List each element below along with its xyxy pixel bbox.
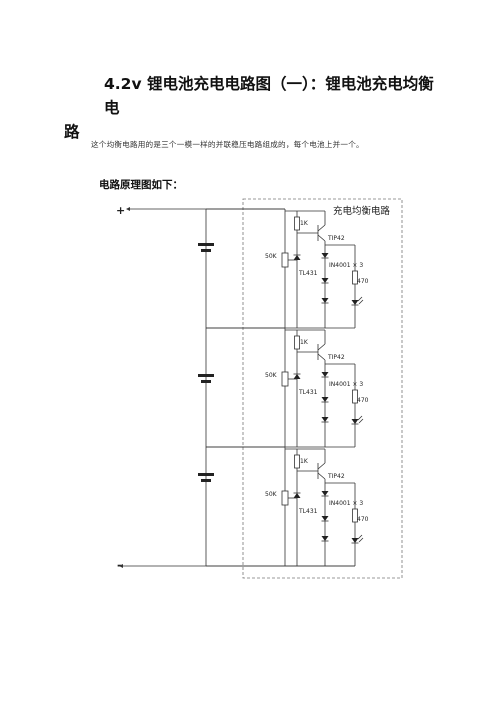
stage-3-pot-50k <box>281 490 289 506</box>
stage-1-pot-50k <box>281 252 289 268</box>
stage-1-r1k-label: 1K <box>300 220 309 227</box>
stage-1-diode-3 <box>321 298 329 303</box>
title-line-2: 路 <box>64 123 80 141</box>
stage-1-battery-short-plate <box>201 249 211 252</box>
stage-1-led <box>351 300 359 305</box>
stage-3-tip42-collector <box>317 472 326 480</box>
stage-2-battery-short-plate <box>201 380 211 383</box>
stage-2-diode-3 <box>321 417 329 422</box>
stage-2-pot-50k <box>281 371 289 387</box>
stage-3-battery-short-plate <box>201 479 211 482</box>
stage-2-diode-2 <box>321 397 329 402</box>
stage-3-diode-2 <box>321 516 329 521</box>
stage-2-tip42-label: TIP42 <box>327 354 345 361</box>
stage-3-resistor-1k <box>294 454 300 469</box>
stage-1-tl431-label: TL431 <box>298 270 318 277</box>
stage-3-pot-label: 50K <box>265 491 278 498</box>
stage-3-resistor-470 <box>352 508 358 523</box>
stage-3-diodes-label: IN4001 × 3 <box>329 500 363 507</box>
stage-2-led-ray-2 <box>358 418 364 424</box>
stage-3-tip42-label: TIP42 <box>327 473 345 480</box>
stage-3-tl431-label: TL431 <box>298 508 318 515</box>
stage-3-battery-long-plate <box>198 473 214 476</box>
stage-1-led-ray-1 <box>357 296 363 302</box>
stage-3-led-ray-1 <box>357 534 363 540</box>
stage-1-diode-1 <box>321 253 329 258</box>
stage-2-r1k-label: 1K <box>300 339 309 346</box>
box-label: 充电均衡电路 <box>333 205 391 217</box>
stage-3-diode-1 <box>321 491 329 496</box>
minus-terminal-label: - <box>117 558 122 572</box>
stage-3-led <box>351 538 359 543</box>
stage-2-r470-label: 470 <box>357 397 369 404</box>
stage-1-tl431 <box>293 255 301 260</box>
stage-1-resistor-1k <box>294 216 300 231</box>
stage-2-battery-long-plate <box>198 374 214 377</box>
stage-3-r470-label: 470 <box>357 516 369 523</box>
intro-paragraph: 这个均衡电路用的是三个一模一样的并联稳压电路组成的，每个电池上并一个。 <box>91 140 364 149</box>
stage-1-led-ray-2 <box>358 299 364 305</box>
stage-1-diodes-label: IN4001 × 3 <box>329 262 363 269</box>
stage-3-diode-3 <box>321 536 329 541</box>
stage-2-led-ray-1 <box>357 415 363 421</box>
document-title: 4.2v 锂电池充电电路图（一）：锂电池充电均衡电 路 <box>64 72 434 144</box>
stage-2-led <box>351 419 359 424</box>
stage-2-resistor-1k <box>294 335 300 350</box>
plus-terminal-label: + <box>116 204 125 217</box>
stage-2-pot-label: 50K <box>265 372 278 379</box>
stage-1-diode-2 <box>321 278 329 283</box>
stage-3-led-ray-2 <box>358 537 364 543</box>
stage-2-tl431 <box>293 374 301 379</box>
stage-1-r470-label: 470 <box>357 278 369 285</box>
stage-1-tip42-emitter <box>317 224 326 232</box>
stage-2-tl431-label: TL431 <box>298 389 318 396</box>
stage-1-resistor-470 <box>352 270 358 285</box>
stage-3-r1k-label: 1K <box>300 458 309 465</box>
stage-1-tip42-collector <box>317 234 326 242</box>
stage-1-pot-label: 50K <box>265 253 278 260</box>
balancer-box <box>242 198 403 579</box>
stage-2-resistor-470 <box>352 389 358 404</box>
stage-2-diode-1 <box>321 372 329 377</box>
section-heading: 电路原理图如下： <box>99 179 183 191</box>
stage-3-tip42-emitter <box>317 462 326 470</box>
stage-2-diodes-label: IN4001 × 3 <box>329 381 363 388</box>
stage-1-tip42-label: TIP42 <box>327 235 345 242</box>
title-line-1: 4.2v 锂电池充电电路图（一）：锂电池充电均衡电 <box>104 75 434 117</box>
stage-1-battery-long-plate <box>198 243 214 246</box>
stage-2-tip42-collector <box>317 353 326 361</box>
stage-2-tip42-emitter <box>317 343 326 351</box>
stage-3-tl431 <box>293 493 301 498</box>
